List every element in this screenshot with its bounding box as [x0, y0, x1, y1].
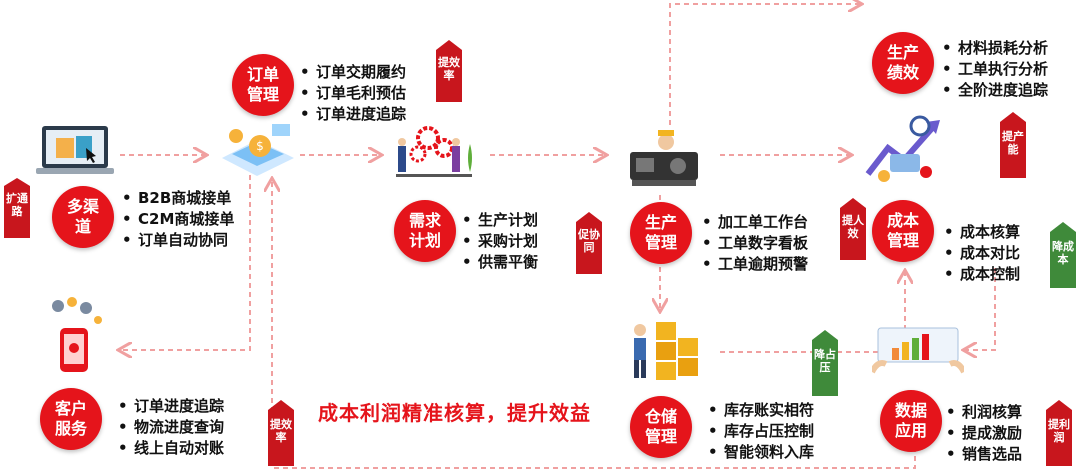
list-item: 提成激励	[944, 423, 1022, 444]
list-item: 订单毛利预估	[298, 83, 406, 104]
tag-reduce-cost: 降成本	[1050, 222, 1076, 288]
list-item: 工单逾期预警	[700, 254, 808, 275]
order-list: 订单交期履约 订单毛利预估 订单进度追踪	[298, 62, 406, 125]
list-item: 库存占压控制	[706, 421, 814, 442]
list-item: 材料损耗分析	[940, 38, 1048, 59]
list-item: C2M商城接单	[120, 209, 234, 230]
list-item: 工单数字看板	[700, 233, 808, 254]
list-item: 全阶进度追踪	[940, 80, 1048, 101]
channels-list: B2B商城接单 C2M商城接单 订单自动协同	[120, 188, 234, 251]
tag-expand-channels: 扩通路	[4, 178, 30, 238]
cost-node: 成本管理	[872, 200, 934, 262]
demand-list: 生产计划 采购计划 供需平衡	[460, 210, 538, 273]
tag-efficiency-top: 提效率	[436, 40, 462, 102]
list-item: 线上自动对账	[116, 438, 224, 459]
list-item: 工单执行分析	[940, 59, 1048, 80]
data-node: 数据应用	[880, 390, 942, 452]
list-item: 物流进度查询	[116, 417, 224, 438]
data-title: 数据应用	[894, 401, 927, 440]
warehouse-title: 仓储管理	[644, 407, 677, 446]
list-item: 加工单工作台	[700, 212, 808, 233]
production-list: 加工单工作台 工单数字看板 工单逾期预警	[700, 212, 808, 275]
warehouse-node: 仓储管理	[630, 396, 692, 458]
warehouse-boxes-icon	[634, 322, 698, 380]
cost-title: 成本管理	[886, 211, 919, 250]
list-item: 成本对比	[942, 243, 1020, 264]
data-list: 利润核算 提成激励 销售选品	[944, 402, 1022, 465]
list-item: 成本控制	[942, 264, 1020, 285]
performance-analytics-icon	[865, 115, 940, 182]
tag-profit: 提利润	[1046, 400, 1072, 466]
channels-title: 多渠道	[66, 197, 99, 236]
list-item: 利润核算	[944, 402, 1022, 423]
service-node: 客户服务	[40, 388, 102, 450]
cost-list: 成本核算 成本对比 成本控制	[942, 222, 1020, 285]
production-title: 生产管理	[644, 213, 677, 252]
svg-text:$: $	[256, 139, 264, 153]
list-item: 订单进度追踪	[298, 104, 406, 125]
tag-reduce-stock: 降占压	[812, 330, 838, 396]
customer-mobile-icon	[52, 297, 102, 372]
performance-title: 生产绩效	[886, 43, 919, 82]
production-node: 生产管理	[630, 202, 692, 264]
list-item: 销售选品	[944, 444, 1022, 465]
demand-title: 需求计划	[408, 211, 441, 250]
list-item: 订单交期履约	[298, 62, 406, 83]
laptop-shop-icon	[36, 126, 114, 174]
tag-capacity: 提产能	[1000, 112, 1026, 178]
channels-node: 多渠道	[52, 186, 114, 248]
tag-collaboration: 促协同	[576, 212, 602, 274]
list-item: 成本核算	[942, 222, 1020, 243]
list-item: 订单自动协同	[120, 230, 234, 251]
performance-list: 材料损耗分析 工单执行分析 全阶进度追踪	[940, 38, 1048, 101]
list-item: 智能领料入库	[706, 442, 814, 463]
factory-machine-icon	[630, 130, 698, 186]
demand-node: 需求计划	[394, 200, 456, 262]
tag-people-efficiency: 提人效	[840, 198, 866, 260]
list-item: 库存账实相符	[706, 400, 814, 421]
planning-team-icon	[396, 126, 472, 177]
list-item: 供需平衡	[460, 252, 538, 273]
order-node: 订单管理	[232, 54, 294, 116]
list-item: 订单进度追踪	[116, 396, 224, 417]
order-title: 订单管理	[246, 65, 279, 104]
list-item: 生产计划	[460, 210, 538, 231]
list-item: 采购计划	[460, 231, 538, 252]
data-chart-icon	[872, 327, 964, 374]
slogan-text: 成本利润精准核算，提升效益	[318, 401, 591, 425]
service-list: 订单进度追踪 物流进度查询 线上自动对账	[116, 396, 224, 459]
performance-node: 生产绩效	[872, 32, 934, 94]
finance-platform-icon: $	[222, 124, 294, 176]
service-title: 客户服务	[54, 399, 87, 438]
list-item: B2B商城接单	[120, 188, 234, 209]
tag-efficiency-bottom: 提效率	[268, 400, 294, 466]
warehouse-list: 库存账实相符 库存占压控制 智能领料入库	[706, 400, 814, 463]
